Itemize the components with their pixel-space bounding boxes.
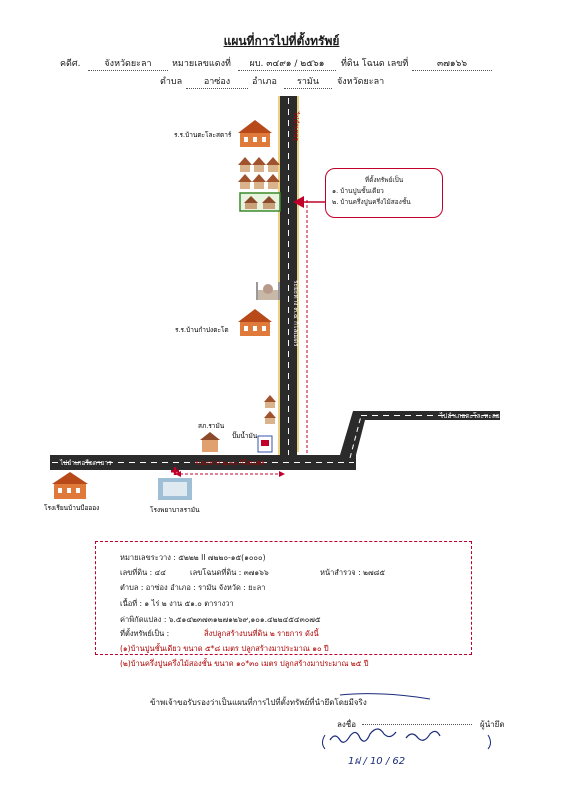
info-coords: ค่าพิกัดแปลง : ๖.๕๑๔๒๓๗๓๑๒๗๑๒๖๙,๑๐๑.๔๒๒๔… <box>120 615 321 624</box>
road-left-label: ไปอำเภอรือดายาร <box>59 459 112 467</box>
road-right-label: ไปอำเภอตะโละหะลอ <box>439 412 500 420</box>
property-icon <box>239 192 281 212</box>
subdistrict-value: อาซ่อง <box>186 74 248 89</box>
callout-title: ที่ตั้งทรัพย์เป็น <box>364 176 404 184</box>
mosque-icon <box>256 282 280 300</box>
houses-small-icon <box>264 395 276 424</box>
page-title: แผนที่การไปที่ตั้งทรัพย์ <box>223 34 340 48</box>
info-deed: เลขโฉนดที่ดิน : ๓๗๑๖๖ <box>190 568 269 577</box>
case-label: คดีศ. <box>60 59 81 69</box>
school-mid-icon <box>238 309 272 336</box>
houses-icon <box>238 157 280 189</box>
gas-station-icon <box>257 435 273 453</box>
certify-statement: ข้าพเจ้าขอรับรองว่าเป็นแผนที่การไปที่ตั้… <box>150 698 367 707</box>
property-callout: ที่ตั้งทรัพย์เป็น ๑. บ้านปูนชั้นเดียว ๒.… <box>325 168 443 218</box>
subdistrict-label: ตำบล <box>160 77 183 87</box>
hospital-label: โรงพยาบาลรามัน <box>150 506 200 514</box>
road-vertical-label: ระยะทาง ๓.๔ กิโลเมตร <box>292 280 300 347</box>
info-location: ตำบล : อาซ่อง อำเภอ : รามัน จังหวัด : ยะ… <box>120 583 266 592</box>
province-value: จังหวัดยะลา <box>337 77 385 87</box>
info-parcel: เลขที่ดิน : ๔๔ <box>120 568 166 577</box>
signature-date: 1ฝ / 10 / 62 <box>348 756 406 767</box>
main-road-horizontal <box>50 455 356 470</box>
road-east <box>340 411 500 459</box>
info-zone: หมายเลขระวาง : ๕๒๒๒ II ๗๒๒๐-๑๕(๑๐๐๐) <box>120 553 266 562</box>
role-label: ผู้นำยึด <box>480 720 505 729</box>
office-label: สภ.รามัน <box>198 422 225 430</box>
hospital-icon <box>158 467 192 500</box>
court-value: จังหวัดยะลา <box>88 56 168 71</box>
school-top-icon <box>238 120 272 147</box>
district-value: รามัน <box>284 74 332 89</box>
info-survey: หน้าสำรวจ : ๒๗๘๕ <box>320 568 386 577</box>
sign-line <box>362 724 472 725</box>
info-area: เนื้อที่ : ๑ ไร่ ๒ งาน ๕๑.๐ ตารางวา <box>120 599 234 608</box>
school-left-label: โรงเรียนบ้านบือออง <box>44 504 99 512</box>
road-top-label: ไปอำเภอรู <box>292 111 300 141</box>
road-distance-label: ระยะทาง ๒.๓๐ กิโลเมตร <box>195 459 265 467</box>
info-item-2: (๒)บ้านครึ่งปูนครึ่งไม้สองชั้น ขนาด ๑๐*๓… <box>120 659 369 668</box>
deed-label: ที่ดิน โฉนด เลขที่ <box>341 59 409 69</box>
district-label: อำเภอ <box>252 77 277 87</box>
school-top-label: ร.ร.บ้านตะโละสตาร์ <box>174 131 232 139</box>
deed-value: ๓๗๑๖๖ <box>412 56 492 71</box>
info-property-desc: สิ่งปลูกสร้างบนที่ดิน ๒ รายการ ดังนี้ <box>204 629 319 638</box>
location-arrow-icon <box>293 196 304 208</box>
callout-item-2: ๒. บ้านครึ่งปูนครึ่งไม้สองชั้น <box>332 198 411 206</box>
gas-label: ปั๊มน้ำมัน <box>232 431 258 440</box>
parcel-info-box <box>95 541 472 655</box>
black-case-label: หมายเลขแดงที่ <box>172 59 231 69</box>
info-property-label: ที่ตั้งทรัพย์เป็น : <box>120 629 170 638</box>
callout-item-1: ๑. บ้านปูนชั้นเดียว <box>332 187 384 195</box>
info-item-1: (๑)บ้านปูนชั้นเดียว ขนาด ๕*๘ เมตร ปลูกสร… <box>120 644 329 653</box>
school-mid-label: ร.ร.บ้านกำปงตะโต <box>175 326 229 334</box>
school-left-icon <box>52 472 88 499</box>
black-case-value: ผบ. ๓๔๙๑ / ๒๕๖๑ <box>238 56 336 71</box>
police-station-icon <box>200 432 220 452</box>
sign-label: ลงชื่อ <box>337 720 357 729</box>
